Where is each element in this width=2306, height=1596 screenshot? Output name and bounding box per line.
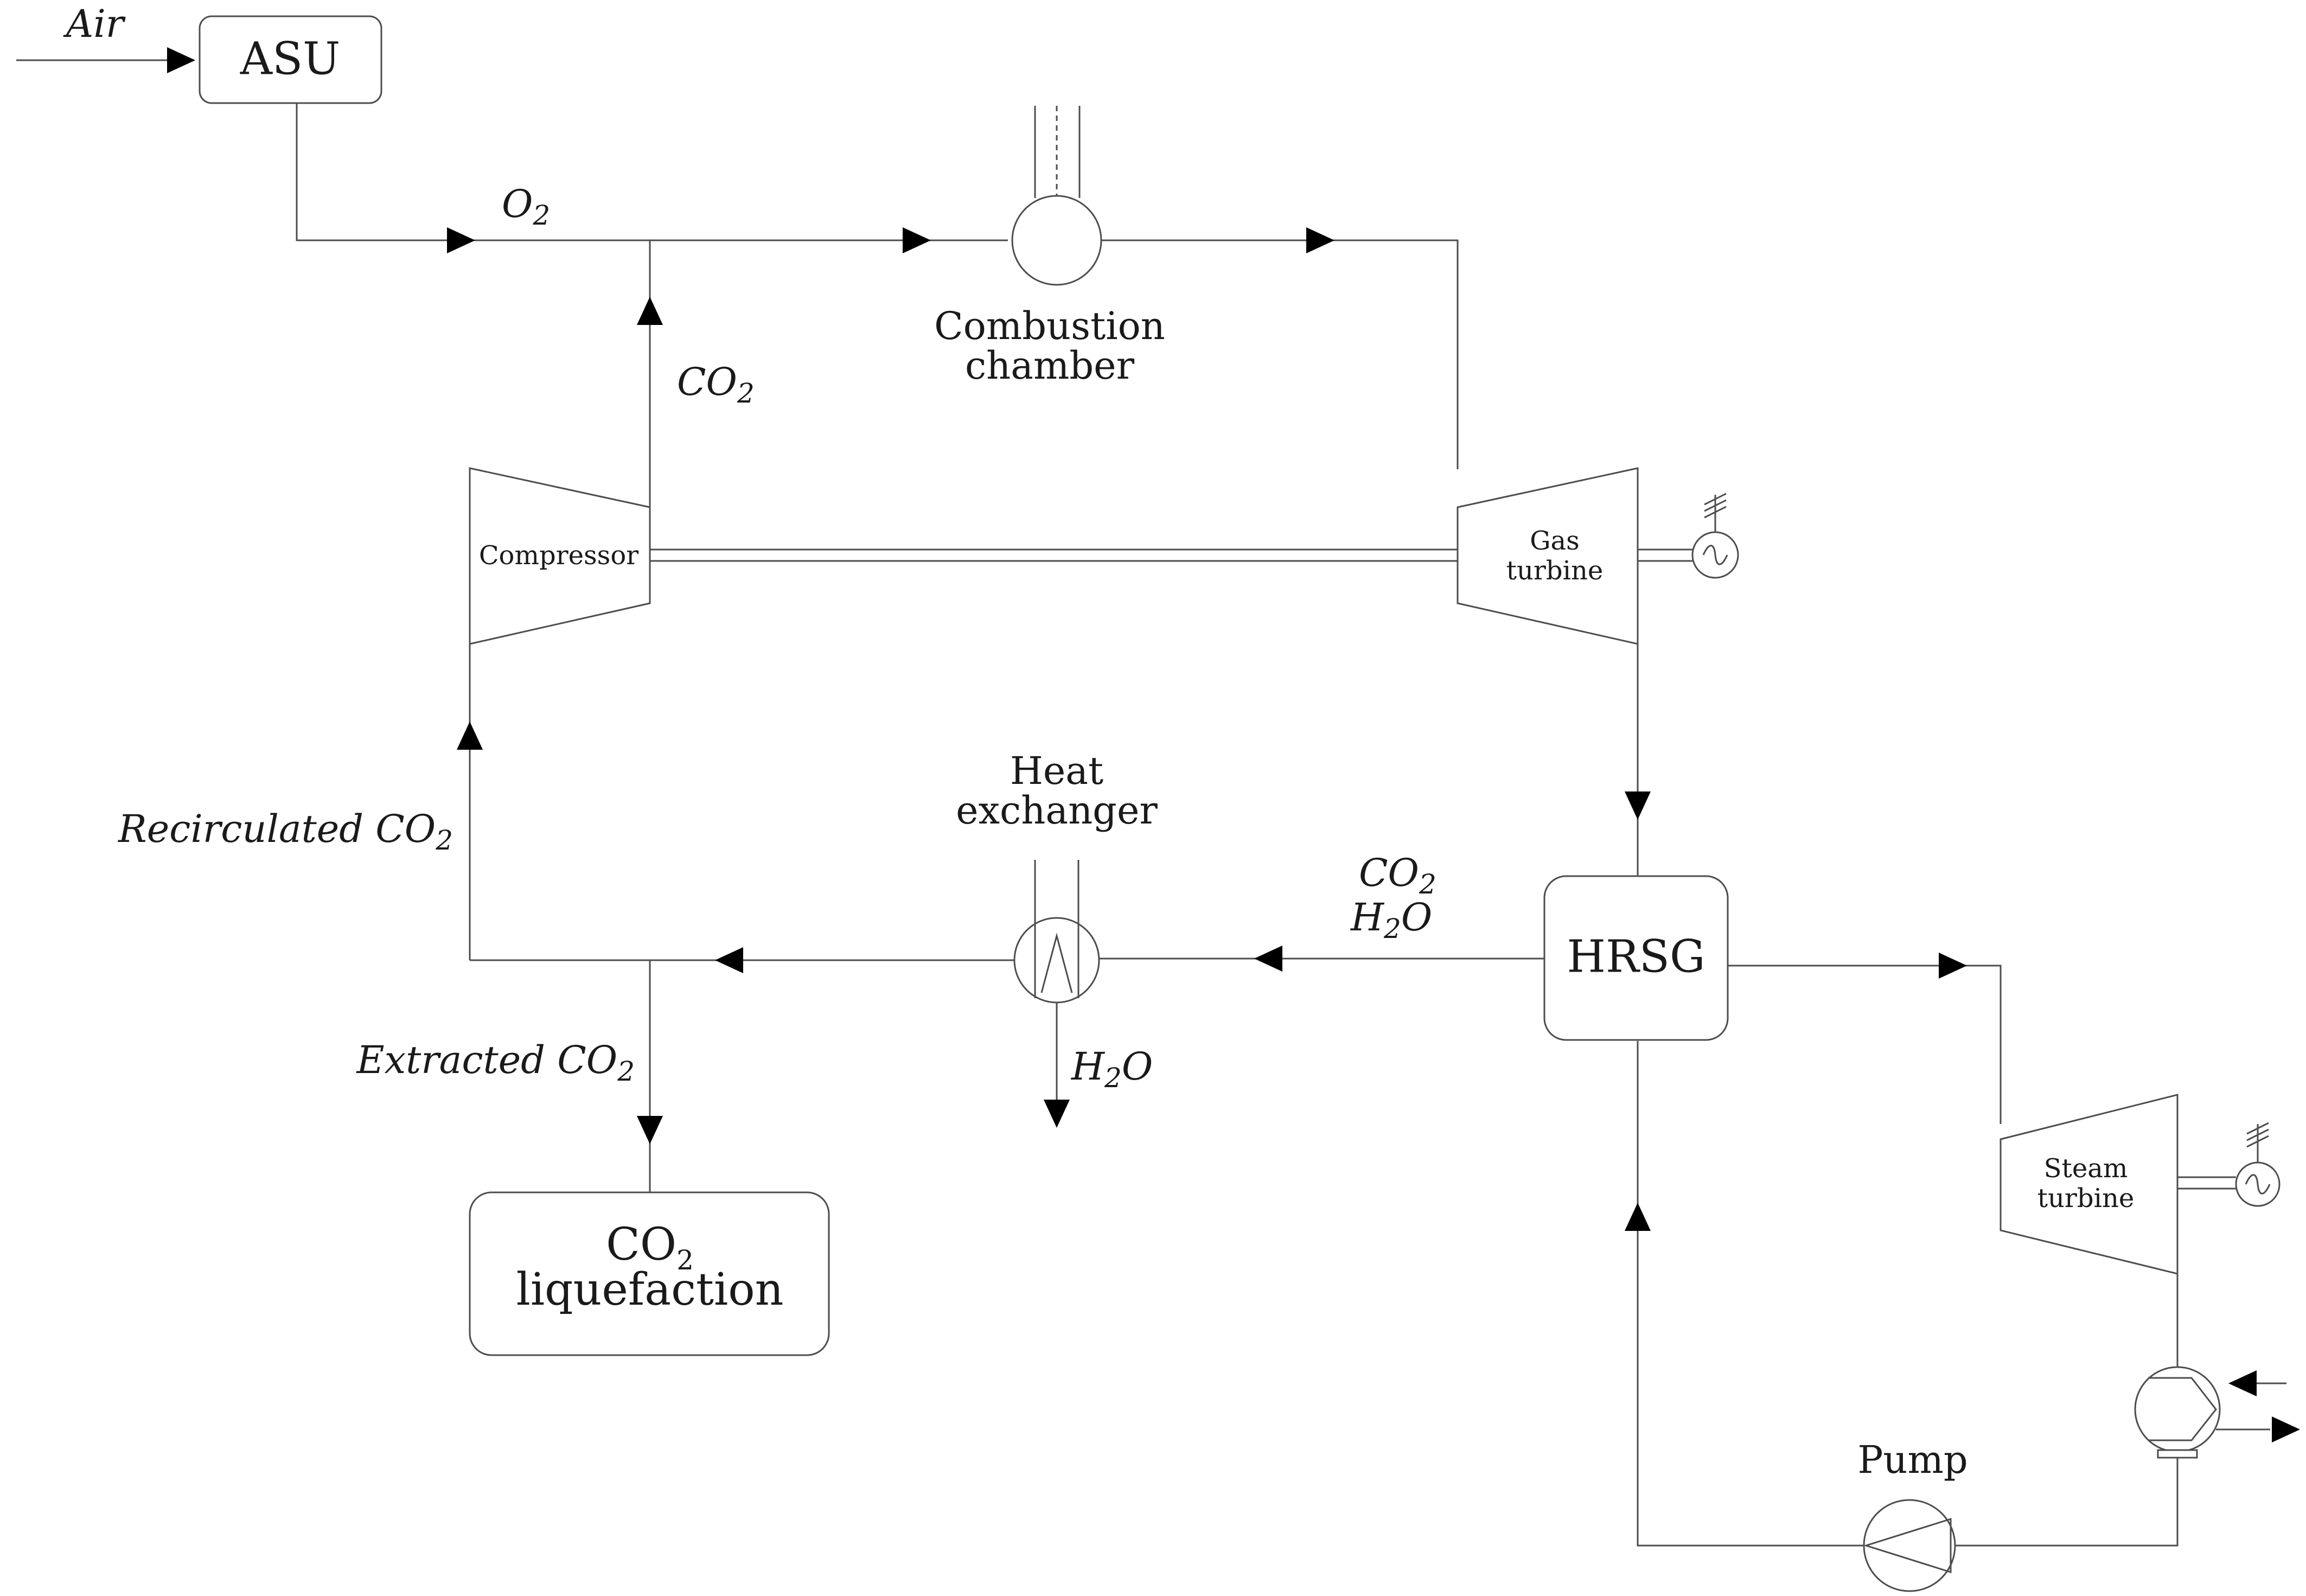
heat-exchanger-label-2: exchanger — [956, 788, 1158, 833]
arrow-hx-to-junction — [715, 947, 743, 973]
arrow-extracted-down — [637, 1116, 663, 1144]
air-label: Air — [63, 2, 126, 46]
gas-turbine-label-2: turbine — [1506, 556, 1604, 586]
generator-icon — [1691, 493, 1739, 579]
compressor: Compressor — [469, 467, 651, 645]
arrow-hrsg-to-hx — [1254, 946, 1282, 972]
co2-compressor-out-label: CO2 — [677, 360, 755, 409]
steam-turbine-label-2: turbine — [2037, 1183, 2135, 1214]
arrow-o2-2 — [903, 227, 931, 253]
arrow-co2-up — [637, 297, 663, 325]
compressor-label: Compressor — [479, 540, 638, 571]
asu-unit: ASU — [199, 15, 382, 104]
pump-label: Pump — [1857, 1438, 1968, 1482]
arrow-recirculated-up — [457, 722, 483, 750]
co2-liquefaction-unit: CO2 liquefaction — [469, 1191, 830, 1356]
gas-turbine-label-1: Gas — [1530, 526, 1580, 556]
o2-label: O2 — [502, 182, 550, 231]
hrsg-out-h2o-label: H2O — [1350, 895, 1432, 944]
arrow-air-in — [167, 47, 195, 73]
combustion-chamber-label-1: Combustion — [934, 304, 1165, 348]
heat-exchanger: Heat exchanger — [956, 749, 1158, 1004]
flow-arrows — [167, 47, 2300, 1442]
arrow-cooling-out — [2272, 1416, 2300, 1442]
stream-labels: Air O2 CO2 Recirculated CO2 Extracted CO… — [63, 2, 1436, 1094]
steam-turbine: Steam turbine — [2000, 1094, 2179, 1275]
asu-label: ASU — [240, 34, 341, 85]
condenser-icon — [2134, 1366, 2221, 1459]
heat-exchanger-label-1: Heat — [1010, 749, 1103, 793]
gas-turbine: Gas turbine — [1457, 467, 1639, 645]
extracted-co2-label: Extracted CO2 — [356, 1038, 635, 1087]
arrow-h2o-down — [1044, 1100, 1070, 1128]
pump-icon: Pump — [1857, 1438, 1968, 1592]
steam-turbine-label-1: Steam — [2044, 1153, 2128, 1184]
combustion-chamber-label-2: chamber — [965, 343, 1135, 388]
generator-icon — [2235, 1122, 2281, 1207]
arrow-o2-1 — [447, 227, 475, 253]
arrow-exhaust-down — [1625, 791, 1651, 820]
recirculated-co2-label: Recirculated CO2 — [117, 807, 453, 856]
hrsg-out-co2-label: CO2 — [1359, 851, 1436, 900]
arrow-steam-out — [1939, 953, 1967, 979]
hrsg-unit: HRSG — [1543, 875, 1729, 1041]
hrsg-label: HRSG — [1567, 931, 1705, 983]
arrow-to-gas-turbine — [1306, 227, 1334, 253]
hx-water-out-label: H2O — [1070, 1044, 1153, 1094]
combustion-chamber: Combustion chamber — [934, 106, 1165, 388]
arrow-cooling-in — [2228, 1370, 2257, 1396]
arrow-return-up — [1625, 1203, 1651, 1231]
co2-liquefaction-label-2: liquefaction — [516, 1264, 784, 1316]
co2-liquefaction-label-1: CO2 — [606, 1219, 694, 1276]
